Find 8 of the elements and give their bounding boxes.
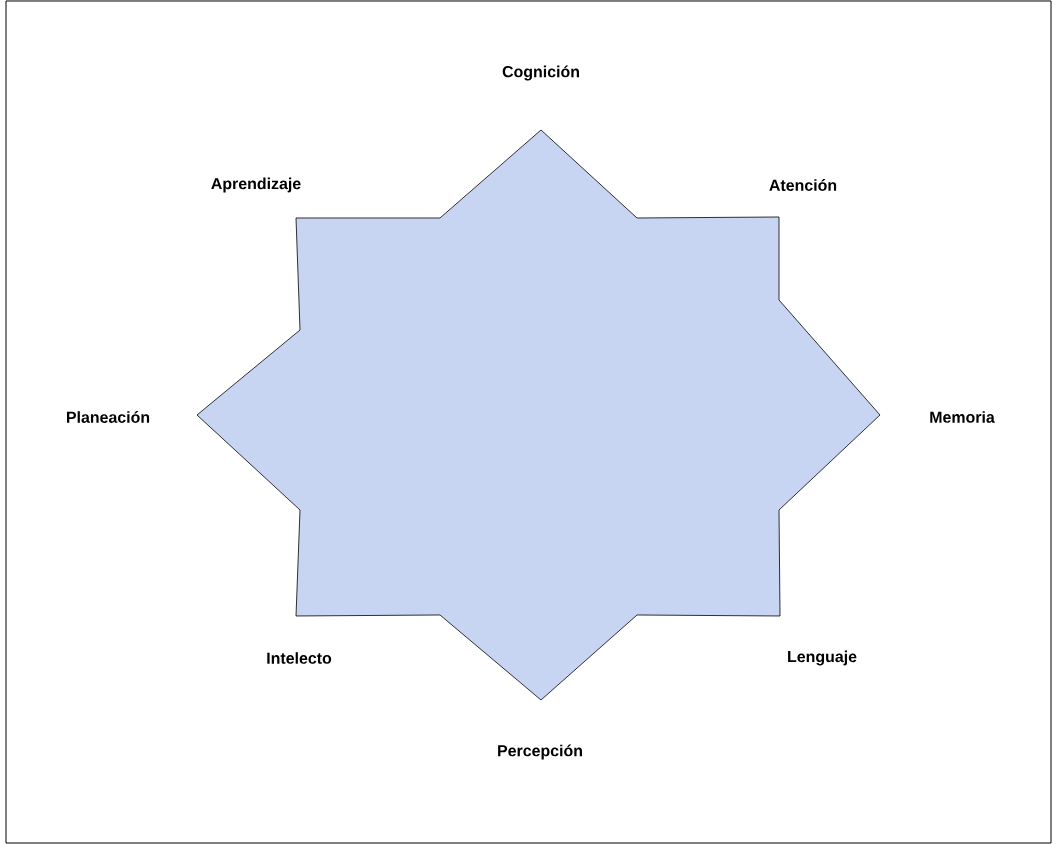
label: Memoria <box>930 411 995 423</box>
label: Planeación <box>67 411 150 423</box>
label: Percepción <box>498 744 582 760</box>
label: Aprendizaje <box>211 177 301 193</box>
label: Intelecto <box>267 652 332 664</box>
label: Atención <box>769 179 837 191</box>
label: Cognición <box>502 65 579 81</box>
label: Lenguaje <box>788 650 857 666</box>
